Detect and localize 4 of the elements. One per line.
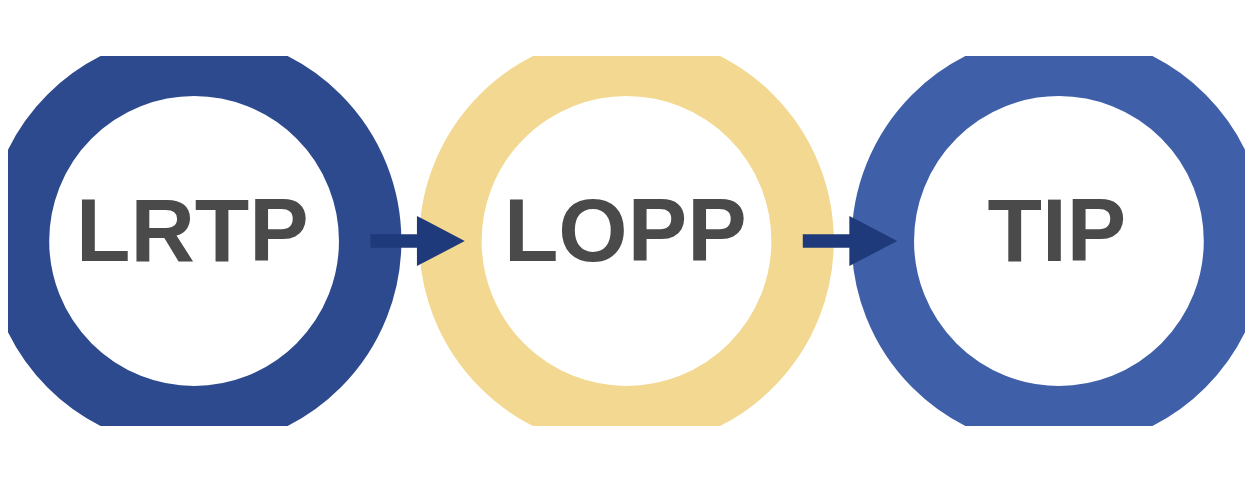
node-circle: LOPP — [419, 56, 834, 426]
node-circle: LRTP — [8, 56, 402, 426]
arrow — [802, 215, 898, 267]
arrow — [370, 215, 465, 267]
